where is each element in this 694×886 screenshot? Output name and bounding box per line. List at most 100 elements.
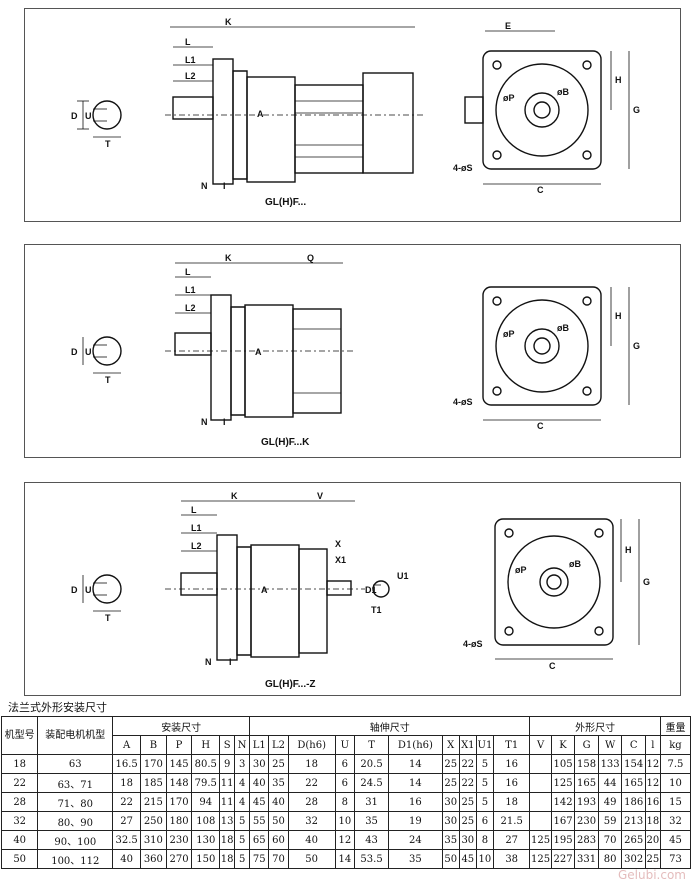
table-cell: 11	[219, 773, 236, 793]
shaft-key-section: D U T	[71, 100, 122, 149]
table-cell: 30	[249, 754, 270, 774]
table-cell: 25	[268, 754, 289, 774]
table-cell: 40	[249, 773, 270, 793]
sub-header-cell: S	[219, 735, 236, 755]
table-cell: 22	[0, 773, 39, 793]
diagram-panel-1: D U T K L L1 L2 A N I GL(H)F...	[24, 8, 681, 222]
table-cell: 24.5	[353, 773, 390, 793]
table-cell: 18	[287, 754, 336, 774]
table-cell: 40	[268, 792, 289, 812]
shaft-key-section: D U T	[71, 574, 122, 623]
sub-header-cell: V	[529, 735, 552, 755]
header-shaft: 轴伸尺寸	[249, 716, 531, 736]
table-cell: 170	[140, 754, 167, 774]
dim-K: K	[225, 253, 232, 263]
dim-L2: L2	[185, 71, 196, 81]
drawing-gl-h-f-z: D U T D1 T1 U1 K V L L1 L2 X X1 A N I GL…	[71, 491, 650, 690]
watermark: Gelubi.com	[617, 868, 686, 882]
table-cell: 21.5	[492, 811, 531, 831]
dim-A: A	[255, 347, 262, 357]
dim-U1: U1	[397, 571, 409, 581]
table-cell: 30	[441, 792, 460, 812]
top-dimensions: K V L L1 L2 X X1 A N I GL(H)F...-Z	[181, 491, 355, 690]
sub-header-cell: D1(h6)	[388, 735, 443, 755]
dim-B: øB	[557, 323, 569, 333]
dim-L: L	[185, 37, 191, 47]
top-dimensions: K Q L L1 L2 A N I GL(H)F...K	[175, 253, 343, 448]
table-cell: 60	[268, 830, 289, 850]
table-cell: 80.5	[191, 754, 221, 774]
dim-P: øP	[503, 93, 515, 103]
table-cell	[529, 754, 552, 774]
dim-A: A	[257, 109, 264, 119]
table-cell: 8	[475, 830, 494, 850]
table-cell: 28	[287, 792, 336, 812]
table-cell: 265	[621, 830, 646, 850]
table-cell: 59	[597, 811, 623, 831]
sub-header-cell: W	[597, 735, 623, 755]
reducer-body	[165, 294, 355, 421]
dim-L2: L2	[191, 541, 202, 551]
table-cell: 360	[140, 849, 167, 869]
table-cell: 11	[219, 792, 236, 812]
table-cell: 16	[644, 792, 661, 812]
dim-H: H	[615, 311, 622, 321]
table-cell: 14	[334, 849, 355, 869]
table-cell: 180	[165, 811, 193, 831]
table-cell	[529, 811, 552, 831]
table-cell: 63	[37, 754, 114, 774]
dim-C: C	[537, 421, 544, 431]
table-cell: 32	[659, 811, 692, 831]
dim-U: U	[85, 111, 92, 121]
sub-header-cell: L2	[268, 735, 289, 755]
dim-G: G	[643, 577, 650, 587]
drawing-gl-h-f: D U T K L L1 L2 A N I GL(H)F...	[71, 17, 640, 208]
table-cell: 5	[475, 773, 494, 793]
table-cell: 4	[234, 773, 251, 793]
table-cell: 10	[659, 773, 692, 793]
dim-I: I	[229, 657, 232, 667]
dim-A: A	[261, 585, 268, 595]
table-cell: 18	[112, 773, 142, 793]
sub-header-cell: U	[334, 735, 355, 755]
table-cell: 35	[268, 773, 289, 793]
table-cell: 40	[0, 830, 39, 850]
dim-H: H	[625, 545, 632, 555]
table-cell: 35	[441, 830, 460, 850]
dim-L1: L1	[185, 55, 196, 65]
diagram-caption: GL(H)F...-Z	[265, 679, 316, 690]
table-cell: 185	[140, 773, 167, 793]
dim-T: T	[105, 613, 111, 623]
sub-header-cell: K	[550, 735, 576, 755]
table-cell: 13	[219, 811, 236, 831]
table-cell: 145	[165, 754, 193, 774]
dim-U: U	[85, 347, 92, 357]
table-cell: 125	[529, 849, 552, 869]
table-cell: 50	[0, 849, 39, 869]
table-cell: 215	[140, 792, 167, 812]
drawing-gl-h-f-k: D U T K Q L L1 L2 A N I GL(H)F...K	[71, 253, 640, 448]
table-cell: 90、100	[37, 830, 114, 850]
dim-P: øP	[515, 565, 527, 575]
table-cell: 7.5	[659, 754, 692, 774]
table-cell: 22	[458, 754, 477, 774]
table-caption: 法兰式外形安装尺寸	[8, 701, 107, 714]
table-cell: 80	[597, 849, 623, 869]
sub-header-cell: X1	[458, 735, 477, 755]
shaft-key-section: D U T	[71, 336, 122, 385]
dim-D: D	[71, 347, 78, 357]
header-model: 机型号	[0, 716, 39, 755]
dim-G: G	[633, 341, 640, 351]
table-cell: 15	[659, 792, 692, 812]
sub-header-cell: L1	[249, 735, 270, 755]
table-cell: 133	[597, 754, 623, 774]
dim-D1: D1	[365, 585, 377, 595]
dim-E: E	[505, 21, 511, 31]
table-cell: 70	[268, 849, 289, 869]
dim-C: C	[549, 661, 556, 671]
